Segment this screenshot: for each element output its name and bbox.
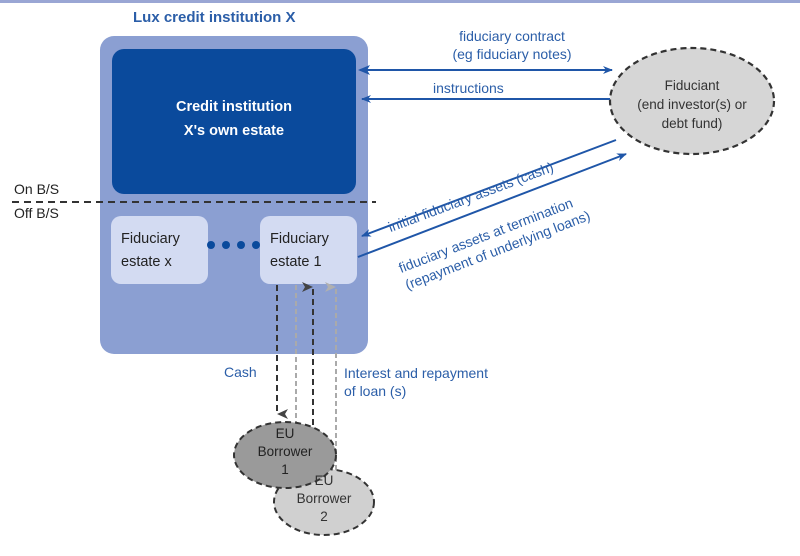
borrower-1-line2: Borrower bbox=[257, 444, 313, 459]
own-estate-box: Credit institution X's own estate bbox=[112, 49, 356, 194]
instructions-label: instructions bbox=[433, 80, 504, 96]
fiduciant-line1: Fiduciant bbox=[664, 78, 720, 93]
borrower-1-line1: EU bbox=[275, 426, 295, 441]
fiduciary-contract-line1: fiduciary contract bbox=[459, 28, 565, 44]
termination-arrow bbox=[357, 153, 627, 258]
fiduciant-label: Fiduciant (end investor(s) or debt fund) bbox=[612, 76, 772, 133]
interest-line2: of loan (s) bbox=[344, 383, 407, 399]
fiduciant-ellipse bbox=[608, 46, 776, 156]
ellipsis-dot bbox=[222, 241, 230, 249]
ellipsis-dot bbox=[237, 241, 245, 249]
cash-label: Cash bbox=[224, 364, 257, 380]
fiduciant-line3: debt fund) bbox=[661, 116, 723, 131]
borrower-2-line1: EU bbox=[314, 473, 334, 488]
top-rule bbox=[0, 0, 800, 3]
interest-line1: Interest and repayment bbox=[344, 365, 488, 381]
diagram-title: Lux credit institution X bbox=[133, 9, 296, 26]
borrower-1-ellipse bbox=[233, 421, 337, 489]
on-balance-sheet-label: On B/S bbox=[14, 181, 60, 197]
fiduciary-estate-1: Fiduciary estate 1 bbox=[260, 216, 357, 284]
off-balance-sheet-label: Off B/S bbox=[14, 205, 59, 221]
fiduciary-contract-line2: (eg fiduciary notes) bbox=[452, 46, 572, 62]
initial-assets-arrow bbox=[361, 139, 617, 237]
fiduciary-contract-label: fiduciary contract (eg fiduciary notes) bbox=[412, 27, 612, 63]
fiduciary-estate-x: Fiduciary estate x bbox=[111, 216, 208, 284]
fiduciary-estate-x-line1: Fiduciary bbox=[121, 231, 180, 247]
borrower-1-label: EU Borrower 1 bbox=[235, 425, 335, 479]
borrower-1-line3: 1 bbox=[281, 462, 289, 477]
own-estate-line1: Credit institution bbox=[176, 98, 292, 115]
fiduciary-estate-1-line1: Fiduciary bbox=[270, 231, 329, 247]
ellipsis-dot bbox=[252, 241, 260, 249]
borrower-2-line3: 2 bbox=[320, 509, 328, 524]
fiduciary-estate-x-line2: estate x bbox=[121, 254, 172, 270]
borrower-2-label: EU Borrower 2 bbox=[274, 472, 374, 526]
own-estate-line2: X's own estate bbox=[183, 122, 285, 139]
borrower-2-line2: Borrower bbox=[296, 491, 352, 506]
ellipsis-dot bbox=[207, 241, 215, 249]
fiduciary-contract-arrowhead-left bbox=[358, 65, 370, 75]
fiduciant-line2: (end investor(s) or bbox=[637, 97, 747, 112]
fiduciary-estate-1-line2: estate 1 bbox=[270, 254, 322, 270]
interest-repayment-label: Interest and repayment of loan (s) bbox=[344, 364, 488, 400]
